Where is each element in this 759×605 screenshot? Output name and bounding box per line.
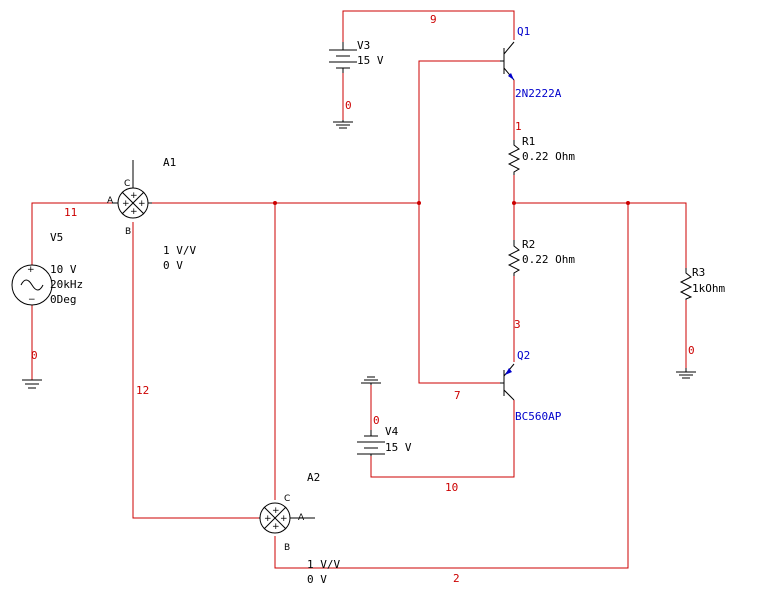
v4-battery[interactable]: V4 15 V [357, 425, 412, 456]
svg-text:+: + [272, 522, 280, 532]
net-label-2: 2 [453, 572, 460, 585]
svg-text:+: + [138, 199, 146, 209]
v5-phase: 0Deg [50, 293, 77, 306]
q1-npn-transistor[interactable]: Q1 2N2222A [500, 25, 562, 100]
svg-text:−: − [28, 295, 36, 305]
net-labels: 9 0 1 3 7 0 10 11 0 12 2 0 [31, 13, 695, 585]
v3-ref: V3 [357, 39, 370, 52]
wire-net-10 [370, 400, 515, 478]
a2-multiplier[interactable]: + + + + C A B A2 1 V/V 0 V [259, 471, 340, 586]
net-label-12: 12 [136, 384, 149, 397]
a2-pin-c: C [284, 494, 290, 504]
q2-part: BC560AP [515, 410, 562, 423]
svg-text:+: + [122, 199, 130, 209]
a2-pin-a: A [298, 513, 305, 523]
a2-pin-b: B [284, 543, 290, 553]
a1-offset: 0 V [163, 259, 183, 272]
junction-dot [273, 201, 277, 205]
r3-ref: R3 [692, 266, 705, 279]
v4-ref: V4 [385, 425, 399, 438]
junction-dot [417, 201, 421, 205]
net-label-0-r3: 0 [688, 344, 695, 357]
q1-part: 2N2222A [515, 87, 562, 100]
a1-pin-b: B [125, 227, 131, 237]
ground-icon [676, 368, 696, 379]
emitter-arrow-icon [505, 368, 512, 375]
v4-value: 15 V [385, 441, 412, 454]
net-label-0-v4: 0 [373, 414, 380, 427]
ground-icon [361, 376, 381, 385]
junction-dot [626, 201, 630, 205]
r1-ref: R1 [522, 135, 535, 148]
net-label-10: 10 [445, 481, 458, 494]
svg-text:+: + [272, 506, 280, 516]
r2-ref: R2 [522, 238, 535, 251]
r1-resistor[interactable]: R1 0.22 Ohm [507, 135, 575, 175]
net-label-1: 1 [515, 120, 522, 133]
net-label-0-v5: 0 [31, 349, 38, 362]
wire-net-12 [132, 222, 259, 519]
wire-output [514, 202, 687, 268]
wire-net-7 [418, 60, 500, 384]
wire-net-2 [274, 203, 629, 569]
v3-battery[interactable]: V3 15 V [329, 39, 384, 73]
v5-ref: V5 [50, 231, 63, 244]
wire-net-11 [31, 202, 112, 265]
a1-pin-c: C [124, 179, 130, 189]
a1-pin-a: A [107, 196, 114, 206]
a2-offset: 0 V [307, 573, 327, 586]
ground-icon [22, 379, 42, 389]
emitter-arrow-icon [508, 73, 514, 80]
net-label-0-v3: 0 [345, 99, 352, 112]
a1-multiplier[interactable]: + + + + C A B A1 1 V/V 0 V [107, 156, 196, 272]
r3-resistor[interactable]: R3 1kOhm [679, 266, 725, 300]
junctions [273, 201, 630, 205]
q2-ref: Q2 [517, 349, 530, 362]
wires [31, 10, 687, 569]
r2-value: 0.22 Ohm [522, 253, 575, 266]
ground-icon [333, 120, 353, 129]
wire-net-9 [342, 10, 515, 42]
v5-amplitude: 10 V [50, 263, 77, 276]
net-label-7: 7 [454, 389, 461, 402]
net-label-9: 9 [430, 13, 437, 26]
q1-ref: Q1 [517, 25, 530, 38]
svg-text:+: + [264, 514, 272, 524]
q2-pnp-transistor[interactable]: Q2 BC560AP [500, 349, 562, 423]
a2-ref: A2 [307, 471, 320, 484]
r1-value: 0.22 Ohm [522, 150, 575, 163]
a2-gain: 1 V/V [307, 558, 340, 571]
r2-resistor[interactable]: R2 0.22 Ohm [507, 238, 575, 276]
svg-text:+: + [130, 207, 138, 217]
a1-gain: 1 V/V [163, 244, 196, 257]
net-label-3: 3 [514, 318, 521, 331]
v3-value: 15 V [357, 54, 384, 67]
r3-value: 1kOhm [692, 282, 725, 295]
svg-text:+: + [130, 191, 138, 201]
v5-ac-source[interactable]: + − V5 10 V 20kHz 0Deg [11, 231, 83, 306]
svg-text:+: + [280, 514, 288, 524]
net-label-11: 11 [64, 206, 77, 219]
a1-ref: A1 [163, 156, 176, 169]
svg-text:+: + [27, 265, 35, 275]
junction-dot [512, 201, 516, 205]
v5-frequency: 20kHz [50, 278, 83, 291]
